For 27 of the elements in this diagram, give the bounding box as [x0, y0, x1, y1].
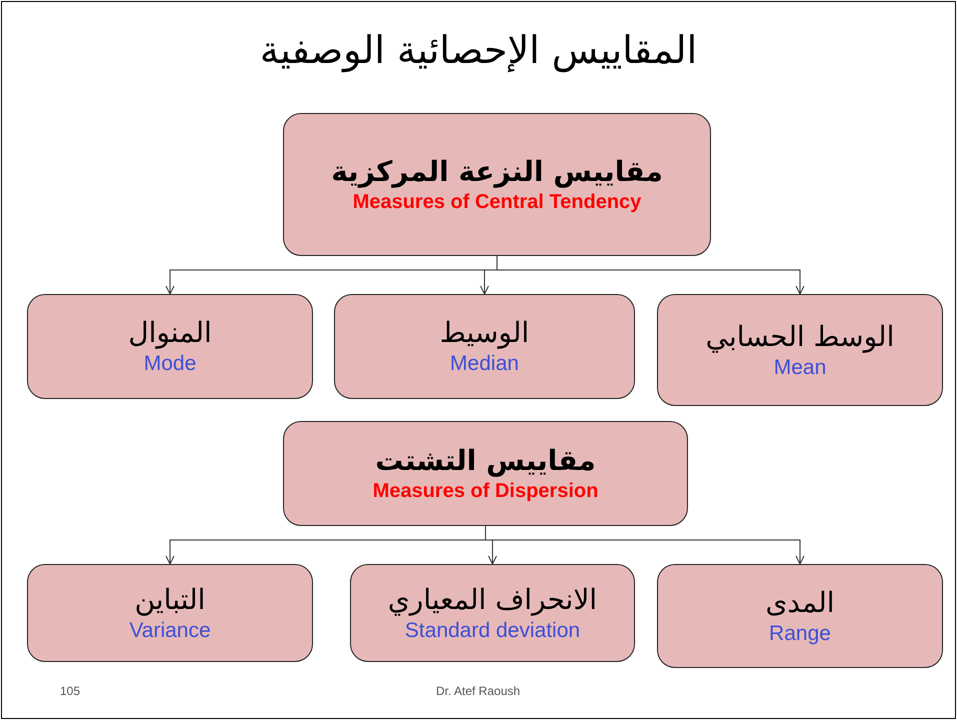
arabic-term: المدى — [765, 584, 835, 620]
arabic-term: الانحراف المعياري — [388, 582, 598, 617]
english-term: Mean — [774, 354, 826, 381]
author-name: Dr. Atef Raoush — [436, 684, 520, 698]
arabic-term: المنوال — [128, 315, 212, 350]
measure-box — [27, 564, 313, 662]
english-term: Measures of Central Tendency — [352, 190, 642, 215]
english-term: Standard deviation — [404, 618, 580, 644]
arabic-term: مقاييس النزعة المركزية — [331, 154, 663, 189]
measure-box — [334, 294, 635, 399]
measure-box — [350, 564, 635, 662]
arabic-term: مقاييس التشتت — [375, 443, 596, 478]
arabic-term: التباين — [134, 582, 206, 617]
category-box — [283, 113, 711, 256]
english-term: Mode — [144, 351, 196, 378]
english-term: Variance — [129, 618, 211, 644]
measure-box — [657, 564, 943, 668]
english-term: Range — [769, 620, 831, 647]
arabic-term: الوسيط — [440, 315, 530, 350]
category-box — [283, 421, 688, 526]
measure-box — [27, 294, 313, 399]
english-term: Measures of Dispersion — [372, 479, 598, 504]
slide-title: المقاييس الإحصائية الوصفية — [258, 28, 698, 72]
measure-box — [657, 294, 943, 406]
english-term: Median — [450, 351, 519, 378]
arabic-term: الوسط الحسابي — [706, 318, 894, 354]
page-number: 105 — [60, 684, 80, 698]
